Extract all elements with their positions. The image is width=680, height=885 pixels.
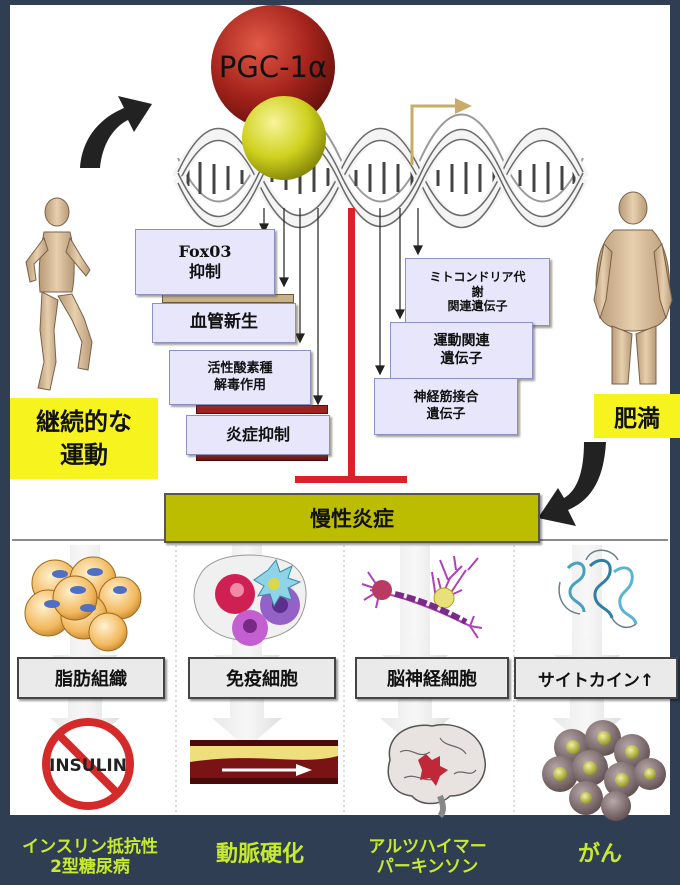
neuromuscular-gene-box: 神経筋接合 遺伝子 xyxy=(374,378,518,435)
neuron-details xyxy=(372,580,468,625)
insulin-text: INSULIN xyxy=(49,756,127,776)
grey-down-arrows xyxy=(50,545,622,748)
disease-insulin-resistance: インスリン抵抗性 2型糖尿病 xyxy=(22,837,158,877)
runner-figure xyxy=(25,197,93,391)
transcription-arrow xyxy=(410,104,458,165)
left-shelf-2 xyxy=(196,405,328,414)
ros-detox-box: 活性酸素種 解毒作用 xyxy=(169,350,311,405)
disease-alzheimer-parkinson: アルツハイマー パーキンソン xyxy=(368,837,487,877)
fox03-box: Fox03 抑制 xyxy=(135,229,275,295)
disease-arteriosclerosis: 動脈硬化 xyxy=(215,842,304,867)
obesity-curved-arrow xyxy=(538,442,606,526)
category-cytokines: サイトカイン↑ xyxy=(514,657,678,699)
brain-image xyxy=(387,723,486,819)
exercise-gene-box: 運動関連 遺伝子 xyxy=(390,322,533,379)
no-insulin-sign xyxy=(42,718,134,810)
category-immune-cells: 免疫細胞 xyxy=(188,657,336,699)
mitochondria-gene-box: ミトコンドリア代 謝 関連遺伝子 xyxy=(405,258,550,326)
category-fat-tissue: 脂肪組織 xyxy=(17,657,165,699)
category-brain-neurons: 脳神経細胞 xyxy=(355,657,509,699)
anti-inflammation-box: 炎症抑制 xyxy=(186,415,330,455)
transcription-arrowhead xyxy=(455,98,472,114)
left-gene-arrows xyxy=(259,208,323,406)
chronic-inflammation-box: 慢性炎症 xyxy=(164,493,540,543)
cancer-cells xyxy=(542,720,666,821)
fat-tissue-cells xyxy=(24,556,142,652)
obesity-label: 肥満 xyxy=(594,394,680,438)
obese-figure xyxy=(593,191,673,385)
angiogenesis-box: 血管新生 xyxy=(152,303,296,343)
pgc1a-sphere xyxy=(211,5,335,129)
pgc1a-label: PGC-1α xyxy=(219,50,327,84)
exercise-curved-arrow xyxy=(80,96,152,168)
cytokine-protein xyxy=(558,549,638,629)
immune-cells xyxy=(193,554,307,646)
right-gene-arrows xyxy=(375,208,423,376)
artery-vessel xyxy=(190,740,338,784)
left-shelf-1 xyxy=(162,294,294,303)
inhibition-bar xyxy=(295,208,407,483)
exercise-label: 継続的な 運動 xyxy=(10,398,158,479)
disease-cancer: がん xyxy=(577,842,622,867)
partner-sphere xyxy=(242,96,326,180)
